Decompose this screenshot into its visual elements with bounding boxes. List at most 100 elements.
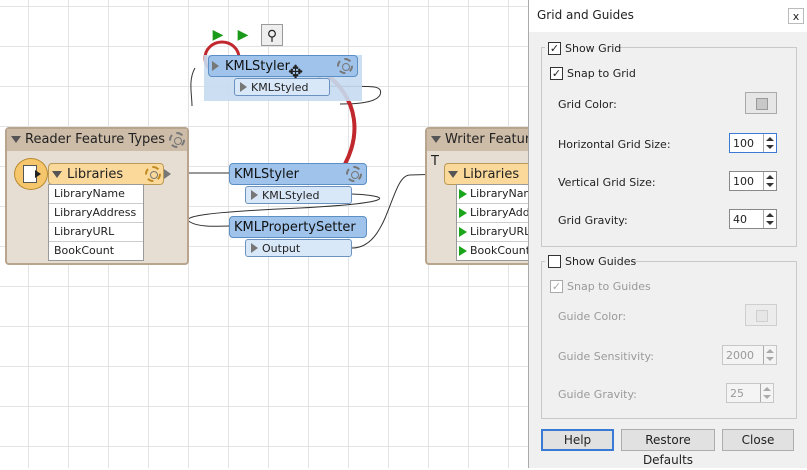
gear-icon[interactable] <box>337 58 353 74</box>
grid-gravity-label: Grid Gravity: <box>558 214 628 227</box>
feature-type-name: Libraries <box>67 167 124 182</box>
attribute-item[interactable]: LibraryName <box>49 185 143 204</box>
transformer-name: KMLStyler <box>225 59 290 74</box>
reader-icon <box>14 158 48 190</box>
grid-and-guides-dialog: Grid and Guides x ✓ Show Grid ✓ Snap to … <box>528 0 807 468</box>
input-port-icon[interactable] <box>459 246 467 256</box>
spin-arrows[interactable] <box>763 172 776 190</box>
writer-feature-type[interactable]: Libraries <box>444 163 544 185</box>
restore-defaults-button[interactable]: Restore Defaults <box>621 429 715 467</box>
transformer-kmlstyler[interactable]: KMLStyler <box>229 163 367 185</box>
connector-line <box>351 173 445 249</box>
guide-sensitivity-label: Guide Sensitivity: <box>558 350 654 363</box>
output-port-icon[interactable] <box>164 169 171 179</box>
attribute-item[interactable]: LibraryURL <box>49 223 143 242</box>
attribute-item[interactable]: BookCount <box>457 242 547 260</box>
bookmark-title: Reader Feature Types <box>25 132 166 147</box>
spin-arrows[interactable] <box>760 384 773 402</box>
show-guides-checkbox[interactable] <box>548 255 561 268</box>
transformer-kmlstyler-dragged[interactable]: KMLStyler <box>208 55 358 77</box>
arrow-icon <box>35 170 41 178</box>
guide-gravity-input[interactable]: 25 <box>726 383 774 403</box>
attribute-label: BookCount <box>470 244 531 257</box>
bookmark-title-bar[interactable]: Reader Feature Types <box>7 129 187 151</box>
horizontal-grid-size-label: Horizontal Grid Size: <box>558 138 671 151</box>
connector-line <box>187 193 381 227</box>
attribute-item[interactable]: LibraryURL <box>457 223 547 242</box>
input-port-icon[interactable] <box>212 61 219 71</box>
output-port-output[interactable]: Output <box>245 239 352 257</box>
grid-group <box>541 47 797 247</box>
close-button[interactable]: Close <box>722 429 794 451</box>
collapse-caret-icon[interactable] <box>431 136 441 143</box>
port-triangle-icon <box>240 82 247 92</box>
gear-icon[interactable] <box>169 132 185 148</box>
gear-icon[interactable] <box>145 166 161 182</box>
spin-value: 40 <box>733 213 747 226</box>
snap-to-guides-label: Snap to Guides <box>567 280 651 293</box>
collapse-caret-icon[interactable] <box>11 136 21 143</box>
spin-value: 100 <box>733 175 754 188</box>
show-grid-checkbox[interactable]: ✓ <box>548 42 561 55</box>
dialog-titlebar[interactable]: Grid and Guides x <box>529 0 807 32</box>
close-icon[interactable]: x <box>788 8 804 24</box>
spin-arrows[interactable] <box>763 134 776 152</box>
feature-type-name: Libraries <box>463 167 520 182</box>
spin-value: 100 <box>733 137 754 150</box>
input-port-icon[interactable] <box>459 189 467 199</box>
horizontal-grid-size-input[interactable]: 100 <box>729 133 777 153</box>
guides-group <box>541 261 797 419</box>
attribute-label: LibraryAddr <box>470 206 535 219</box>
input-port-icon[interactable] <box>459 208 467 218</box>
guide-color-label: Guide Color: <box>558 310 627 323</box>
show-guides-label: Show Guides <box>565 255 637 268</box>
dialog-title: Grid and Guides <box>537 8 634 22</box>
guide-color-swatch[interactable] <box>745 304 777 326</box>
attribute-item[interactable]: LibraryAddr <box>457 204 547 223</box>
group-label-bg <box>545 255 631 269</box>
port-label: KMLStyled <box>251 81 309 94</box>
reader-attribute-list: LibraryName LibraryAddress LibraryURL Bo… <box>48 184 144 261</box>
output-port-kmlstyled[interactable]: KMLStyled <box>245 186 352 204</box>
spin-arrows[interactable] <box>763 210 776 228</box>
snap-to-grid-label: Snap to Grid <box>567 67 636 80</box>
port-label: KMLStyled <box>262 189 320 202</box>
show-grid-label: Show Grid <box>565 42 622 55</box>
input-port-icon[interactable] <box>459 227 467 237</box>
collapse-caret-icon[interactable] <box>448 171 458 178</box>
vertical-grid-size-label: Vertical Grid Size: <box>558 176 656 189</box>
help-button[interactable]: Help <box>541 429 614 451</box>
transformer-name: KMLStyler <box>234 167 299 182</box>
grid-color-label: Grid Color: <box>558 98 617 111</box>
snap-to-guides-checkbox[interactable]: ✓ <box>550 280 563 293</box>
vertical-grid-size-input[interactable]: 100 <box>729 171 777 191</box>
play-icon[interactable]: ▶ <box>212 27 224 43</box>
magnifier-icon[interactable]: ⚲ <box>261 24 283 46</box>
spin-value: 2000 <box>726 349 754 362</box>
transformer-name: KMLPropertySetter <box>234 220 356 235</box>
attribute-item[interactable]: LibraryNam <box>457 185 547 204</box>
bookmark-title: Writer Feature T <box>431 132 538 169</box>
grid-gravity-input[interactable]: 40 <box>729 209 777 229</box>
snap-to-grid-checkbox[interactable]: ✓ <box>550 67 563 80</box>
attribute-item[interactable]: BookCount <box>54 244 115 257</box>
bookmark-title-bar[interactable]: Writer Feature T <box>427 129 547 169</box>
gear-icon[interactable] <box>346 166 362 182</box>
spin-arrows[interactable] <box>763 346 776 364</box>
guide-sensitivity-input[interactable]: 2000 <box>722 345 777 365</box>
port-label: Output <box>262 242 301 255</box>
guide-gravity-label: Guide Gravity: <box>558 388 637 401</box>
collapse-caret-icon[interactable] <box>52 171 62 178</box>
play-step-icon[interactable]: ▶ <box>237 27 249 43</box>
spin-value: 25 <box>730 387 744 400</box>
attribute-label: LibraryNam <box>470 187 535 200</box>
transformer-kmlpropertysetter[interactable]: KMLPropertySetter <box>229 216 367 238</box>
connector-line <box>190 67 196 107</box>
attribute-label: LibraryURL <box>470 225 531 238</box>
grid-color-swatch[interactable] <box>745 92 777 114</box>
attribute-item[interactable]: LibraryAddress <box>49 204 143 223</box>
group-label-bg <box>545 42 615 56</box>
output-port-kmlstyled[interactable]: KMLStyled <box>234 78 330 96</box>
port-triangle-icon <box>251 243 258 253</box>
move-cursor-icon: ✥ <box>288 62 304 83</box>
